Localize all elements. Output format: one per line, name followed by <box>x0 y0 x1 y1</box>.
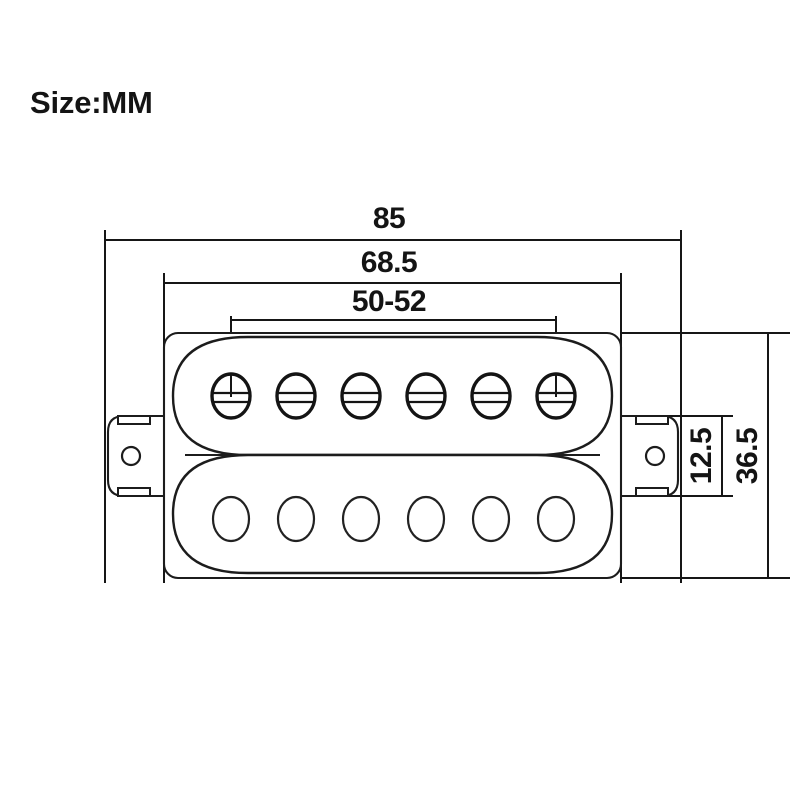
dimension-label-overall-height: 36.5 <box>731 428 764 484</box>
pole-slug-3 <box>341 495 381 543</box>
mounting-screw-hole-right <box>644 445 666 467</box>
pole-slug-6 <box>536 495 576 543</box>
pole-slug-row <box>211 495 576 543</box>
page-title: Size:MM <box>30 85 153 120</box>
mounting-ear-right-notch-top <box>635 415 669 425</box>
bobbin-bottom-outline <box>171 453 614 575</box>
mounting-ear-right <box>606 414 680 498</box>
dimension-label-pole-spacing: 50-52 <box>352 285 426 318</box>
dimension-label-body-width: 68.5 <box>361 246 417 279</box>
pole-slug-2 <box>276 495 316 543</box>
dimension-overall-height: 36.5 <box>621 332 790 579</box>
mounting-screw-hole-left <box>120 445 142 467</box>
mounting-ear-left <box>106 414 180 498</box>
pole-slug-1 <box>211 495 251 543</box>
pole-screw-3-body <box>340 372 382 420</box>
mounting-ear-left-notch-top <box>117 415 151 425</box>
mounting-ear-left-notch-bottom <box>117 487 151 497</box>
dimension-label-overall-width: 85 <box>373 202 405 235</box>
pole-screw-2 <box>275 372 317 420</box>
pole-slug-4 <box>406 495 446 543</box>
mounting-ear-right-notch-bottom <box>635 487 669 497</box>
pole-spacing-leader-overlays <box>230 374 557 397</box>
dimension-overall-width: 85 <box>104 202 682 583</box>
pole-screw-4 <box>405 372 447 420</box>
pole-screw-5-body <box>470 372 512 420</box>
pole-screw-4-body <box>405 372 447 420</box>
dimension-label-ear-height: 12.5 <box>685 428 718 484</box>
pole-screw-2-body <box>275 372 317 420</box>
pole-screw-5 <box>470 372 512 420</box>
dimension-ear-height: 12.5 <box>660 415 733 497</box>
pole-slug-5 <box>471 495 511 543</box>
pole-screw-3 <box>340 372 382 420</box>
